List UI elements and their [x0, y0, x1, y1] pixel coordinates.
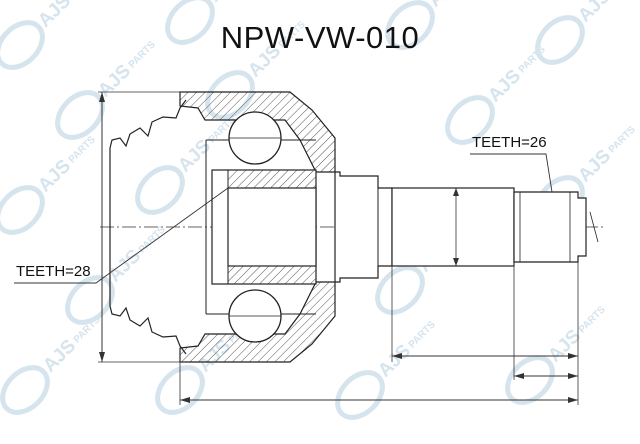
shaft-spline: [513, 191, 587, 263]
housing-section-top: [179, 91, 336, 173]
inner-race-hatch-bottom: [212, 265, 317, 285]
page-title: NPW-VW-010: [220, 20, 420, 55]
spline-bore: [227, 187, 317, 267]
dim-length-1-b: [568, 353, 578, 359]
leader-teeth-shaft: [470, 153, 553, 193]
boot-outline-bottom: [109, 305, 187, 355]
dim-length-2-a: [514, 373, 524, 379]
shaft-tip-mark: [589, 211, 599, 243]
housing-section-bottom: [179, 281, 336, 363]
dim-shaft-arrow-b: [453, 258, 459, 266]
shaft-body: [391, 187, 515, 267]
dim-arrow-top: [99, 92, 105, 102]
leader-teeth-inner: [14, 187, 229, 284]
teeth-shaft-label: TEETH=26: [472, 134, 547, 151]
dim-shaft-arrow-t: [453, 188, 459, 196]
dim-length-1-a: [392, 353, 402, 359]
dim-overall-a: [180, 397, 190, 403]
dim-overall-b: [568, 397, 578, 403]
dim-length-2-b: [568, 373, 578, 379]
teeth-inner-label: TEETH=28: [16, 263, 91, 280]
boot-outline-top: [109, 99, 187, 149]
inner-race-hatch-top: [212, 169, 317, 189]
shaft-stem: [334, 171, 393, 283]
dim-arrow-bottom: [99, 352, 105, 362]
